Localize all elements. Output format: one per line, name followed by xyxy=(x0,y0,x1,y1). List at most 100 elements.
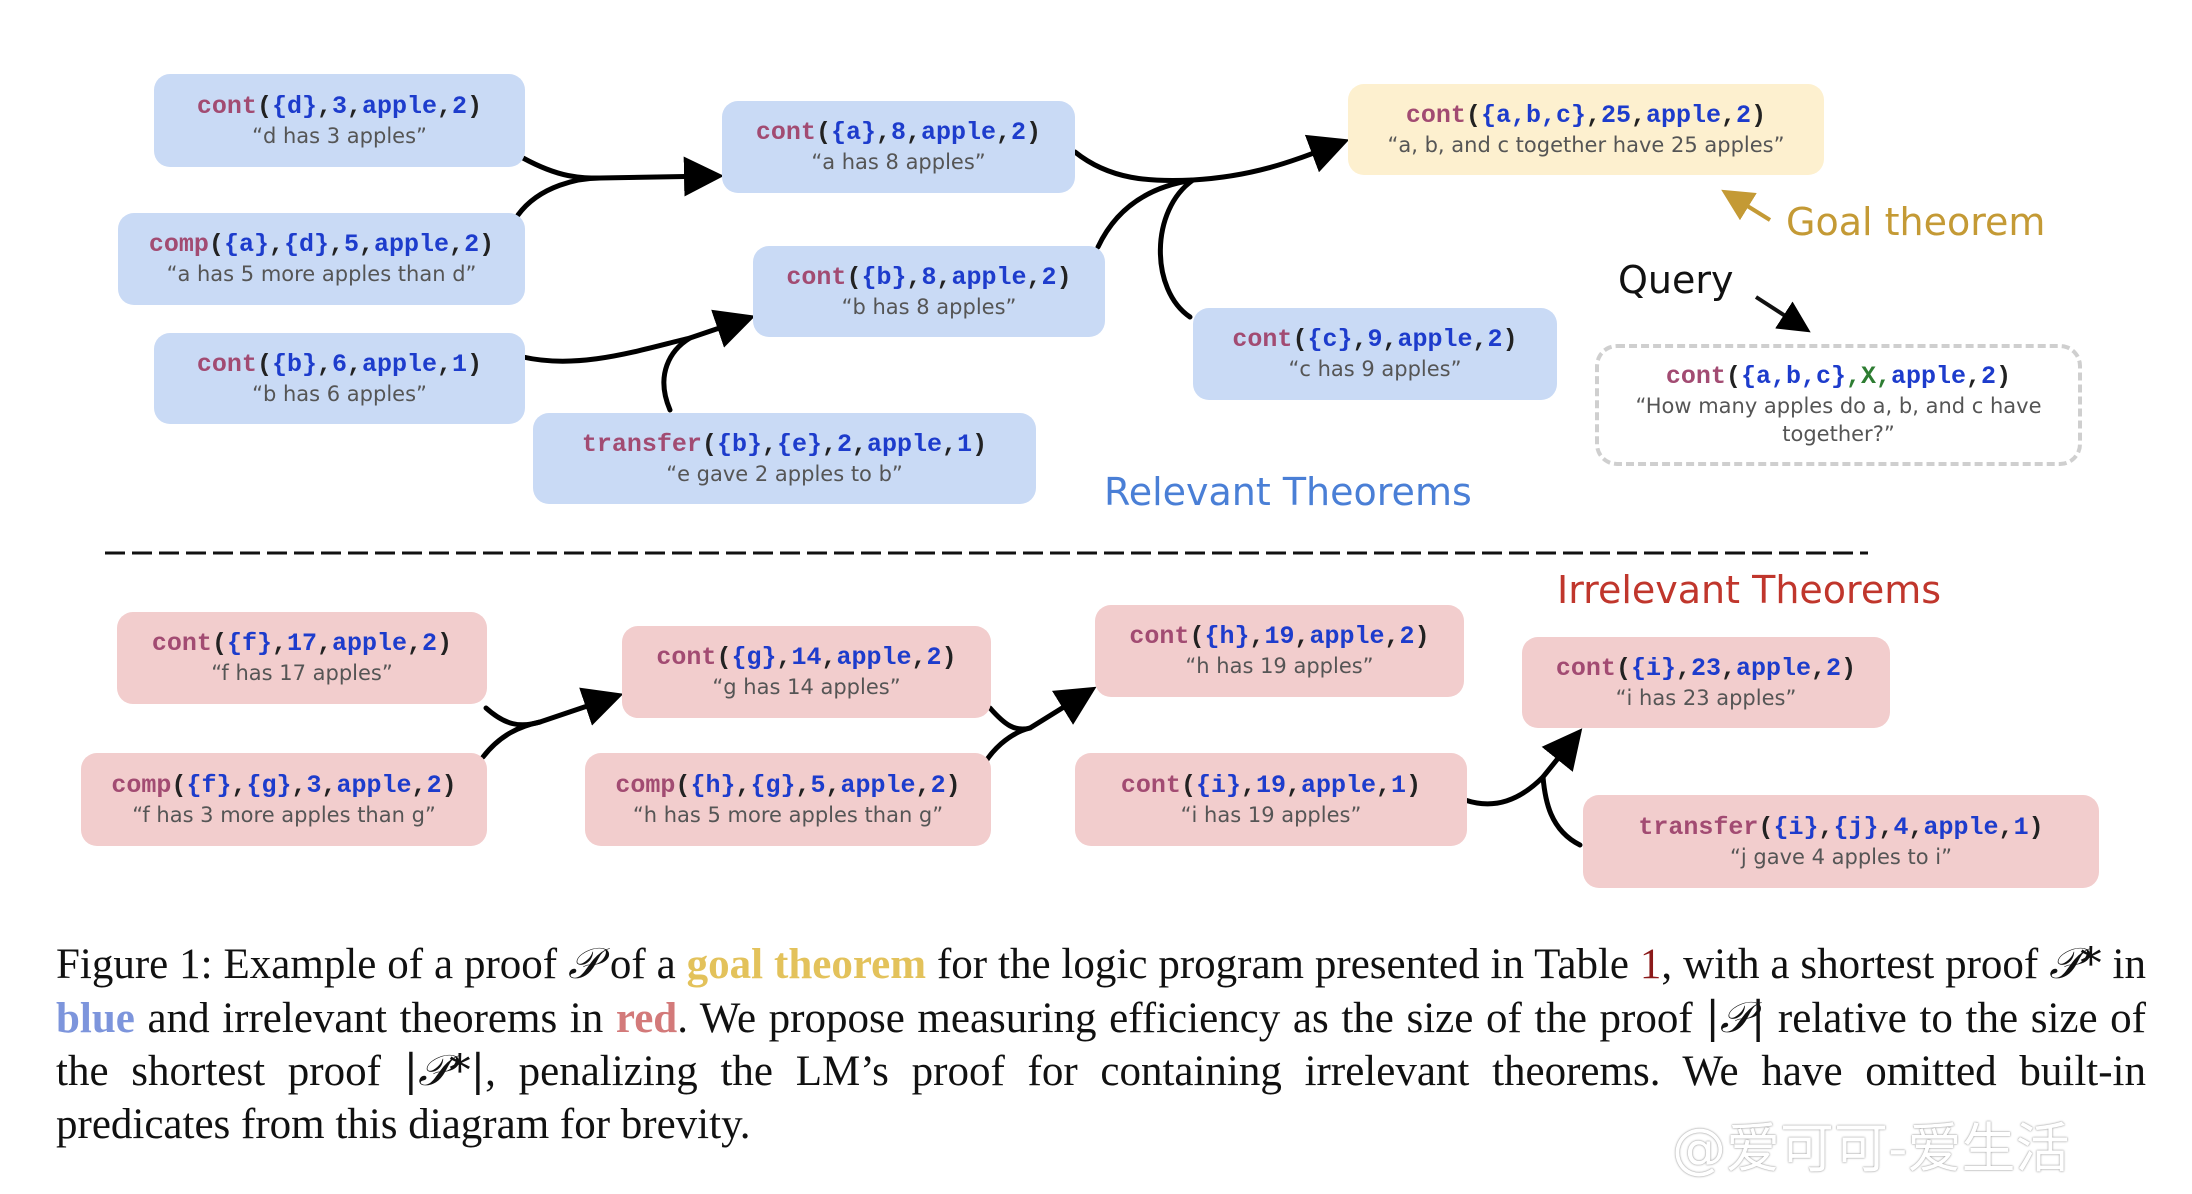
comma: , xyxy=(936,262,952,292)
query-pointer-arrow xyxy=(1754,295,1811,333)
irrelevant-theorems-label: Irrelevant Theorems xyxy=(1557,568,1942,612)
comma: , xyxy=(316,349,332,379)
open-paren: ( xyxy=(1725,362,1741,391)
comma: , xyxy=(1382,325,1398,354)
open-paren: ( xyxy=(815,118,831,147)
theorem-description: “b has 8 apples” xyxy=(841,294,1017,319)
comma: , xyxy=(1286,770,1302,800)
theorem-node-comp-hg: comp({h},{g},5,apple,2)“h has 5 more app… xyxy=(585,753,991,846)
comma: , xyxy=(821,643,837,672)
comma: , xyxy=(1472,325,1488,354)
comma: , xyxy=(1966,362,1982,391)
argument: apple xyxy=(362,349,438,379)
argument: {d} xyxy=(271,91,317,121)
proof-size-symbol: |𝒫| xyxy=(1705,992,1766,1043)
comma: , xyxy=(316,91,332,121)
argument: {i} xyxy=(1630,653,1676,683)
predicate-name: comp xyxy=(615,770,676,800)
argument: {a,b,c} xyxy=(1480,100,1586,130)
argument: 2 xyxy=(1736,100,1752,130)
comma: , xyxy=(915,770,931,800)
predicate-name: cont xyxy=(196,349,257,379)
argument: apple xyxy=(1891,362,1967,391)
inference-edge xyxy=(1540,774,1583,848)
comma: , xyxy=(407,629,423,658)
theorem-node-transfer-be: transfer({b},{e},2,apple,1)“e gave 2 app… xyxy=(533,413,1036,504)
close-paren: ) xyxy=(1414,622,1430,651)
predicate-name: cont xyxy=(1665,362,1726,391)
open-paren: ( xyxy=(1180,770,1196,800)
inference-edge xyxy=(520,309,756,364)
argument: apple xyxy=(867,429,943,459)
close-paren: ) xyxy=(467,91,483,121)
argument: 1 xyxy=(957,429,973,459)
comma: , xyxy=(825,770,841,800)
caption-text: , penalizing the LM’s proof for containi… xyxy=(56,1048,2146,1148)
argument: apple xyxy=(1309,622,1385,651)
argument: 4 xyxy=(1893,812,1909,842)
theorem-description: “h has 5 more apples than g” xyxy=(632,802,944,827)
comma: , xyxy=(1811,653,1827,683)
theorem-term: cont({b},8,apple,2) xyxy=(786,263,1071,293)
comma: , xyxy=(1908,812,1924,842)
close-paren: ) xyxy=(1751,100,1767,130)
theorem-description: “a has 8 apples” xyxy=(811,150,986,174)
theorem-term: cont({h},19,apple,2) xyxy=(1129,622,1429,652)
argument: {g} xyxy=(246,770,292,800)
comma: , xyxy=(1585,100,1601,130)
inference-edge xyxy=(483,687,624,728)
theorem-description: “f has 3 more apples than g” xyxy=(132,802,436,827)
caption-prefix: Figure 1: Example of a proof xyxy=(56,941,569,988)
theorem-description: “j gave 4 apples to i” xyxy=(1729,844,1953,869)
predicate-name: cont xyxy=(786,262,847,292)
argument: {b} xyxy=(861,262,907,292)
argument: 5 xyxy=(344,230,360,259)
argument: apple xyxy=(1923,812,1999,842)
argument: 1 xyxy=(2013,812,2029,842)
theorem-node-c9: cont({c},9,apple,2)“c has 9 apples” xyxy=(1193,308,1557,400)
relevant-theorems-label: Relevant Theorems xyxy=(1104,470,1472,514)
predicate-name: cont xyxy=(1405,100,1466,130)
close-paren: ) xyxy=(437,629,453,658)
comma: , xyxy=(875,118,891,147)
comma: , xyxy=(1675,653,1691,683)
inference-edge xyxy=(480,719,543,760)
inference-edge xyxy=(1095,177,1196,250)
close-paren: ) xyxy=(1502,325,1518,354)
caption-text: relative to the size of the shortest pro… xyxy=(56,994,2146,1096)
comma: , xyxy=(291,770,307,800)
argument: 23 xyxy=(1690,653,1721,683)
open-paren: ( xyxy=(701,429,717,459)
table-reference-link[interactable]: 1 xyxy=(1639,941,1662,988)
argument: {a,b,c} xyxy=(1740,362,1846,391)
theorem-description: “g has 14 apples” xyxy=(712,675,901,699)
theorem-node-i19: cont({i},19,apple,1)“i has 19 apples” xyxy=(1075,753,1467,846)
theorem-description: “How many apples do a, b, and c have tog… xyxy=(1635,394,2042,446)
caption-text: , with a shortest proof xyxy=(1661,941,2050,988)
watermark: @爱可可-爱生活 xyxy=(1672,1117,2070,1180)
comma: , xyxy=(906,262,922,292)
argument: {j} xyxy=(1833,812,1879,842)
open-paren: ( xyxy=(1465,100,1481,130)
theorem-term: comp({a},{d},5,apple,2) xyxy=(149,230,494,260)
close-paren: ) xyxy=(479,230,495,259)
argument: 2 xyxy=(930,770,946,800)
comma: , xyxy=(347,91,363,121)
theorem-node-i23: cont({i},23,apple,2)“i has 23 apples” xyxy=(1522,637,1890,728)
theorem-node-h19: cont({h},19,apple,2)“h has 19 apples” xyxy=(1095,605,1464,697)
theorem-node-b8: cont({b},8,apple,2)“b has 8 apples” xyxy=(753,246,1105,337)
open-paren: ( xyxy=(1292,325,1308,354)
comma: , xyxy=(1631,100,1647,130)
theorem-node-d3: cont({d},3,apple,2)“d has 3 apples” xyxy=(154,74,525,167)
open-paren: ( xyxy=(256,349,272,379)
argument: {f} xyxy=(226,629,272,658)
argument: 2 xyxy=(1041,262,1057,292)
close-paren: ) xyxy=(1406,770,1422,800)
query-variable: X xyxy=(1860,362,1876,391)
theorem-term: cont({f},17,apple,2) xyxy=(152,629,452,659)
theorem-node-f17: cont({f},17,apple,2)“f has 17 apples” xyxy=(117,612,487,704)
open-paren: ( xyxy=(716,643,732,672)
comma: , xyxy=(1026,262,1042,292)
theorem-term: cont({i},23,apple,2) xyxy=(1556,654,1856,684)
